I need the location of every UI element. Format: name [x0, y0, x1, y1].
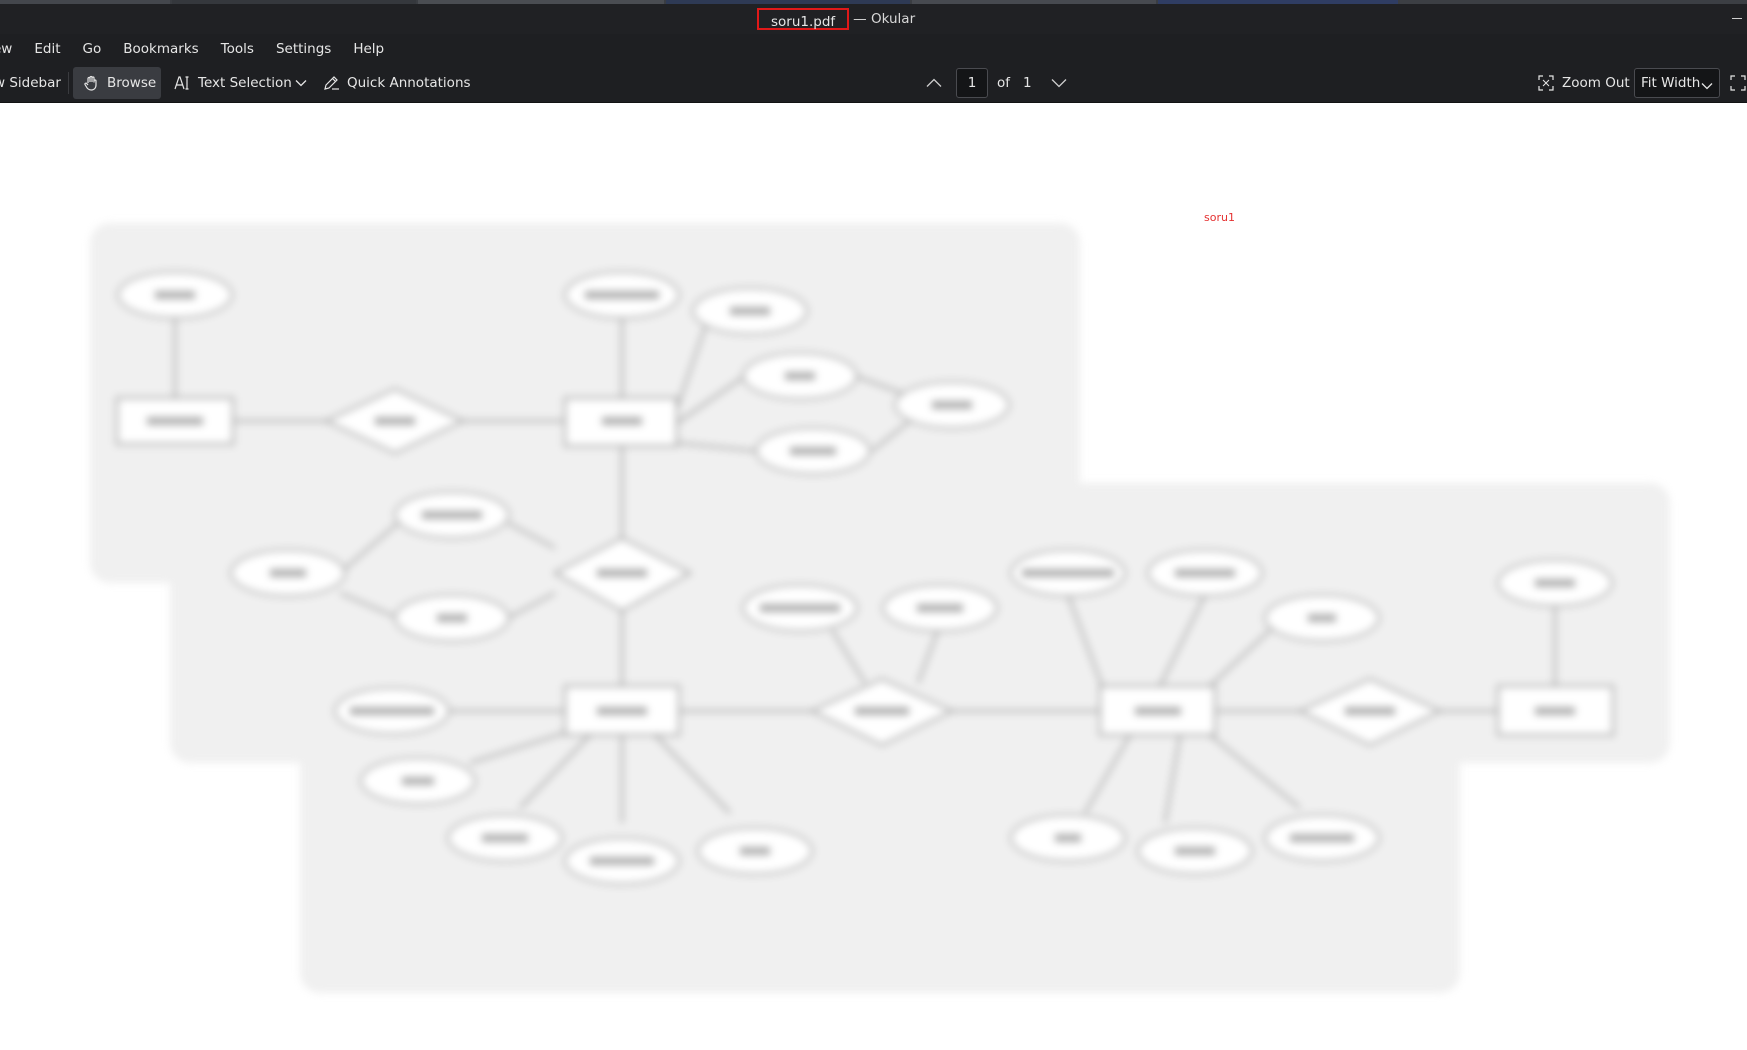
- hand-icon: [83, 75, 99, 91]
- page-total-label: 1: [1023, 75, 1032, 91]
- quick-annotations-button[interactable]: Quick Annotations: [323, 67, 471, 99]
- window-title-app: — Okular: [853, 11, 916, 27]
- toolbar-separator: [68, 72, 69, 94]
- menu-bookmarks[interactable]: Bookmarks: [123, 41, 199, 57]
- text-selection-button[interactable]: Text Selection: [174, 67, 292, 99]
- attribute-ovals: [117, 271, 1613, 885]
- main-toolbar: w Sidebar Browse Text Selection: [0, 64, 1747, 103]
- chevron-down-icon: [295, 79, 307, 87]
- page-shadow: [90, 223, 1670, 993]
- blurred-text-marks: [147, 291, 1575, 865]
- fullscreen-button[interactable]: [1730, 67, 1746, 99]
- chevron-down-icon: [1701, 78, 1713, 94]
- document-watermark: soru1: [1204, 211, 1235, 224]
- browse-label: Browse: [107, 75, 157, 91]
- document-viewport[interactable]: soru1: [0, 103, 1747, 1050]
- chevron-up-icon: [926, 78, 942, 88]
- window-title: soru1.pdf — Okular: [757, 6, 915, 32]
- menu-view[interactable]: ew: [0, 41, 13, 57]
- text-selection-label: Text Selection: [198, 75, 292, 91]
- chevron-down-icon: [1051, 78, 1067, 88]
- page-of-label: of: [997, 75, 1011, 91]
- quick-annotations-label: Quick Annotations: [347, 75, 471, 91]
- menu-edit[interactable]: Edit: [34, 41, 61, 57]
- er-diagram-page: [90, 223, 1670, 993]
- previous-page-button[interactable]: [926, 67, 942, 99]
- fullscreen-icon: [1730, 75, 1746, 91]
- zoom-out-icon: [1538, 75, 1554, 91]
- zoom-mode-value: Fit Width: [1641, 75, 1701, 91]
- zoom-out-button[interactable]: Zoom Out: [1538, 67, 1630, 99]
- minimize-icon[interactable]: [1731, 10, 1743, 22]
- connector-lines: [174, 295, 1556, 824]
- next-page-button[interactable]: [1051, 67, 1067, 99]
- entity-boxes: [116, 397, 1614, 736]
- zoom-out-label: Zoom Out: [1562, 75, 1630, 91]
- browse-button[interactable]: Browse: [73, 67, 161, 99]
- text-cursor-icon: [174, 75, 191, 91]
- show-sidebar-button[interactable]: w Sidebar: [0, 67, 61, 99]
- show-sidebar-label: w Sidebar: [0, 75, 61, 91]
- menu-go[interactable]: Go: [82, 41, 102, 57]
- pen-icon: [323, 75, 340, 91]
- top-strip: [0, 0, 1747, 4]
- title-bar: soru1.pdf — Okular: [0, 4, 1747, 34]
- zoom-mode-select[interactable]: Fit Width: [1634, 68, 1720, 98]
- menu-help[interactable]: Help: [353, 41, 385, 57]
- text-selection-dropdown[interactable]: [295, 67, 307, 99]
- page-number-input[interactable]: 1: [956, 68, 988, 98]
- menu-tools[interactable]: Tools: [220, 41, 254, 57]
- menu-bar: ew Edit Go Bookmarks Tools Settings Help: [0, 34, 1747, 64]
- window-title-filename: soru1.pdf: [757, 8, 850, 30]
- menu-settings[interactable]: Settings: [275, 41, 332, 57]
